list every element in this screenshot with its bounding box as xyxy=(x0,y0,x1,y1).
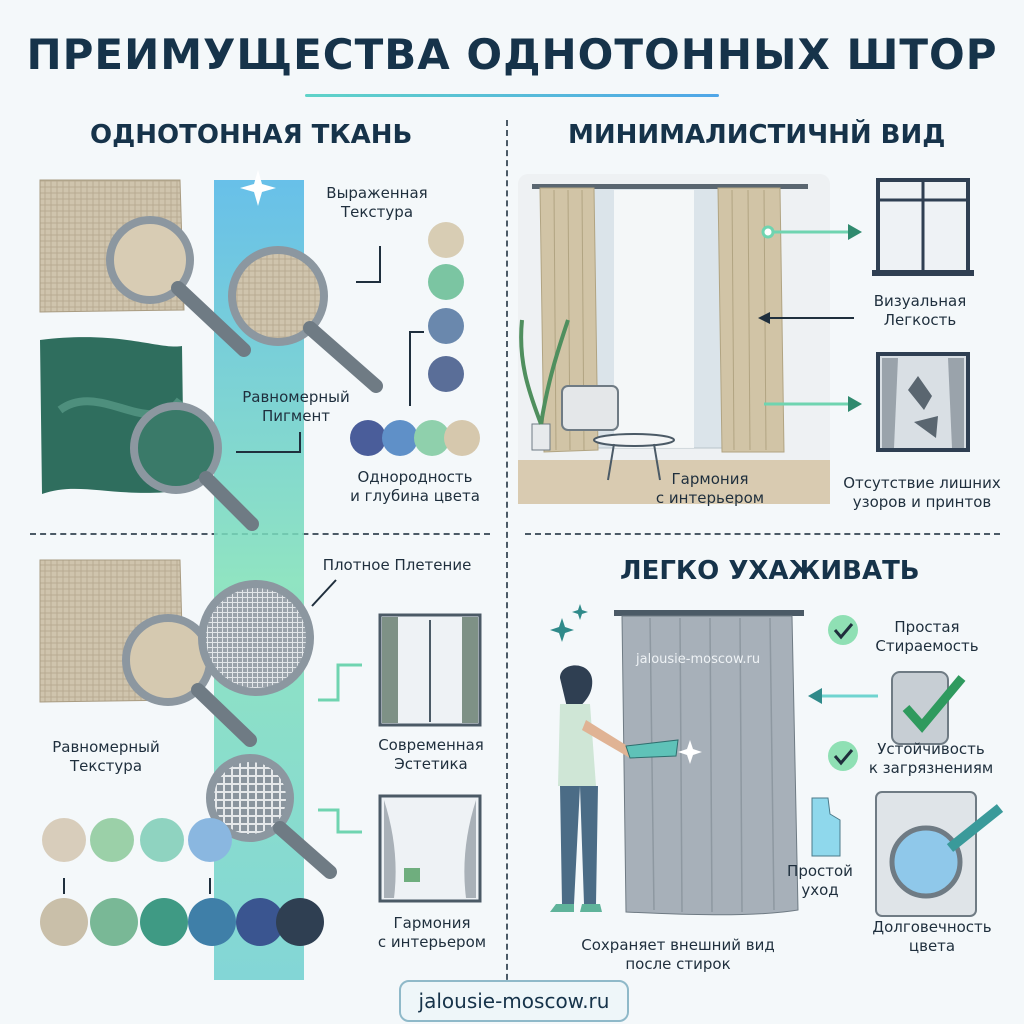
magnifier-icon xyxy=(206,754,294,842)
arrow-icon xyxy=(356,246,381,283)
watermark: jalousie-moscow.ru xyxy=(636,652,761,667)
magnifier-icon xyxy=(106,216,194,304)
room-illustration xyxy=(518,174,974,504)
arrow-icon xyxy=(318,808,362,834)
grey-curtain xyxy=(621,615,799,916)
duster-icon xyxy=(946,804,1004,852)
label-weave: Плотное Плетение xyxy=(322,556,472,574)
color-swatch xyxy=(428,222,464,258)
arrow-icon xyxy=(409,331,424,406)
detergent-icon xyxy=(891,671,949,745)
page-title: ПРЕИМУЩЕСТВА ОДНОТОННЫХ ШТОР xyxy=(26,30,998,79)
fabric-section-heading: ОДНОТОННАЯ ТКАНЬ xyxy=(90,120,413,150)
arrow-icon xyxy=(311,579,337,607)
coffee-table xyxy=(593,433,675,447)
footer-site-link[interactable]: jalousie-moscow.ru xyxy=(399,980,629,1022)
arrow-icon xyxy=(236,432,301,453)
color-swatch xyxy=(428,308,464,344)
care-section-heading: ЛЕГКО УХАЖИВАТЬ xyxy=(620,556,920,586)
plant-icon xyxy=(404,868,420,882)
iron-icon xyxy=(625,739,679,759)
curtain-rod xyxy=(614,610,804,616)
fabric-illustration xyxy=(39,170,482,980)
check-icon xyxy=(828,615,858,645)
sparkle-icon xyxy=(240,170,276,206)
color-swatch xyxy=(428,356,464,392)
check-icon xyxy=(828,741,858,771)
arrow-icon xyxy=(318,663,362,702)
spray-bottle-icon xyxy=(811,797,841,857)
right-curtain xyxy=(717,187,785,453)
magnifier-icon xyxy=(228,246,328,346)
armchair xyxy=(561,385,619,431)
horizontal-divider-right xyxy=(525,533,1000,535)
color-swatch xyxy=(428,264,464,300)
magnifier-icon xyxy=(130,402,222,494)
magnifier-icon xyxy=(198,580,314,696)
plant-icon xyxy=(519,319,570,425)
vertical-divider xyxy=(506,120,508,1000)
care-illustration xyxy=(550,604,1004,917)
window-icon xyxy=(378,794,482,903)
minimal-section-heading: МИНИМАЛИСТИЧНЙ ВИД xyxy=(568,120,946,150)
curtain-rod xyxy=(532,184,808,189)
title-underline xyxy=(305,94,719,97)
sparkle-icon xyxy=(550,618,574,642)
